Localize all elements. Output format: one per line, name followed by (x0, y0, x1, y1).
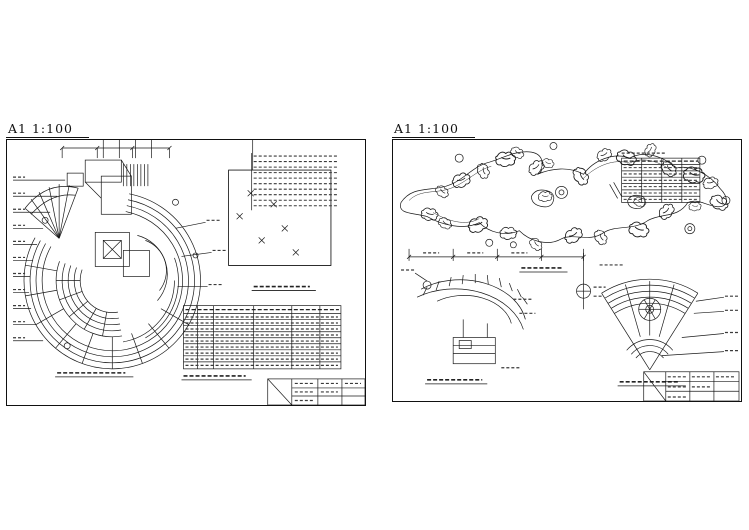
sheet-right-scale-label: A1 1:100 (392, 122, 475, 138)
tree-icon (192, 252, 199, 259)
tree-icon (549, 142, 558, 150)
hatched-structure (122, 250, 150, 277)
site-plan-drawing (13, 140, 227, 378)
sheet-right-drawing (400, 141, 740, 401)
tree-icon (41, 216, 49, 224)
tree-icon (697, 155, 707, 165)
grid-legend-text (251, 153, 337, 211)
sheet-right: A1 1:100 (392, 122, 742, 402)
planting-grid-table (228, 140, 337, 291)
sheet-left-scale-label: A1 1:100 (6, 122, 89, 138)
island (531, 189, 555, 208)
pavilion-icon (555, 186, 568, 199)
title-block-left (267, 378, 365, 405)
tree-icon (509, 241, 517, 249)
materials-table (621, 152, 701, 203)
island (627, 194, 646, 210)
shore-detail-caption (425, 379, 488, 385)
tree-icon (684, 223, 696, 235)
fan-stage-detail-drawing (601, 278, 738, 387)
hatched-structure (94, 231, 130, 267)
pond-plan-drawing (400, 141, 731, 273)
sheet-left-drawing (13, 140, 365, 405)
grid-caption (251, 285, 316, 291)
schedule-caption (181, 375, 252, 381)
tree-icon (63, 342, 71, 350)
sheet-left: A1 1:100 (6, 122, 366, 406)
stair-fan (24, 184, 79, 239)
tree-icon (454, 153, 464, 163)
tree-icon (485, 238, 494, 247)
grid-cell-marks (236, 189, 300, 256)
pond-caption (519, 264, 625, 273)
bridge (609, 184, 618, 199)
dimension-line (59, 145, 172, 159)
dimension-line (406, 248, 586, 261)
tree-icon (172, 198, 179, 206)
sheet-right-frame (392, 139, 742, 402)
shore-detail-drawing (401, 269, 536, 385)
plant-schedule-table (181, 305, 342, 381)
fan-detail-leaders (661, 295, 738, 357)
building-plan (66, 140, 152, 215)
title-block-right (643, 371, 740, 401)
section-marker-icon (576, 252, 606, 310)
sheet-left-frame (6, 139, 366, 406)
leader-callouts-right (175, 219, 227, 287)
tree-icon (721, 196, 731, 205)
plan-caption (55, 372, 134, 378)
leader-callouts-left (13, 176, 66, 342)
